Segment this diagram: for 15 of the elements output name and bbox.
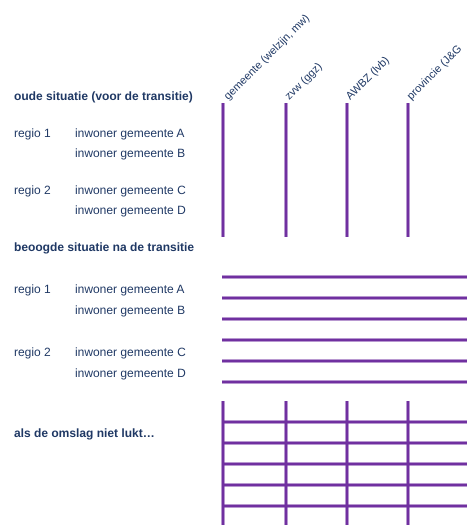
row-label: regio 2 [14,182,51,198]
row-label: regio 2 [14,344,51,360]
section-heading: beoogde situatie na de transitie [14,239,194,255]
section-heading: oude situatie (voor de transitie) [14,88,193,104]
row-label: inwoner gemeente A [75,125,184,141]
row-label: regio 1 [14,125,51,141]
row-label: regio 1 [14,281,51,297]
row-label: inwoner gemeente C [75,344,186,360]
row-label: inwoner gemeente B [75,302,186,318]
row-label: inwoner gemeente B [75,145,186,161]
row-label: inwoner gemeente D [75,202,186,218]
section-heading: als de omslag niet lukt… [14,425,155,441]
row-label: inwoner gemeente D [75,365,186,381]
row-label: inwoner gemeente C [75,182,186,198]
row-label: inwoner gemeente A [75,281,184,297]
